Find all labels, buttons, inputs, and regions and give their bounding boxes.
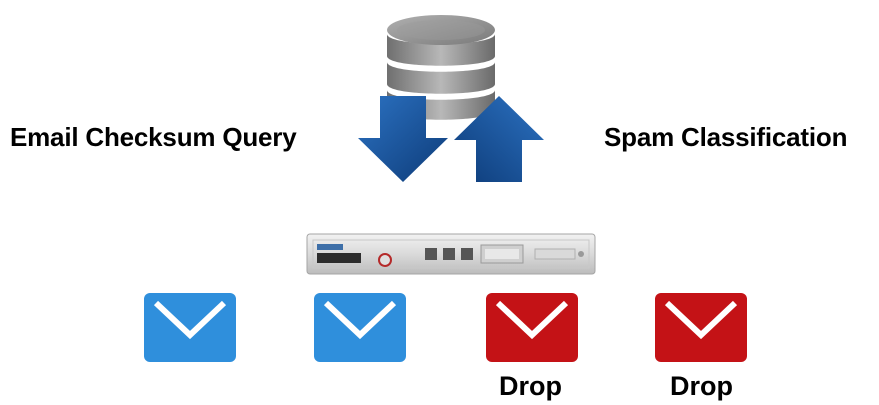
clean-email-envelope-icon <box>144 293 236 362</box>
arrow-down-icon <box>358 96 448 182</box>
server-appliance-icon <box>306 233 596 275</box>
drop-label: Drop <box>670 371 733 401</box>
clean-email-envelope-icon <box>314 293 406 362</box>
spam-email-envelope-icon <box>655 293 747 362</box>
drop-label: Drop <box>499 371 562 401</box>
arrow-up-icon <box>454 96 544 182</box>
spam-email-envelope-icon <box>486 293 578 362</box>
spam-classification-label: Spam Classification <box>604 122 848 152</box>
database-icon <box>387 15 495 120</box>
email-checksum-query-label: Email Checksum Query <box>10 122 297 152</box>
